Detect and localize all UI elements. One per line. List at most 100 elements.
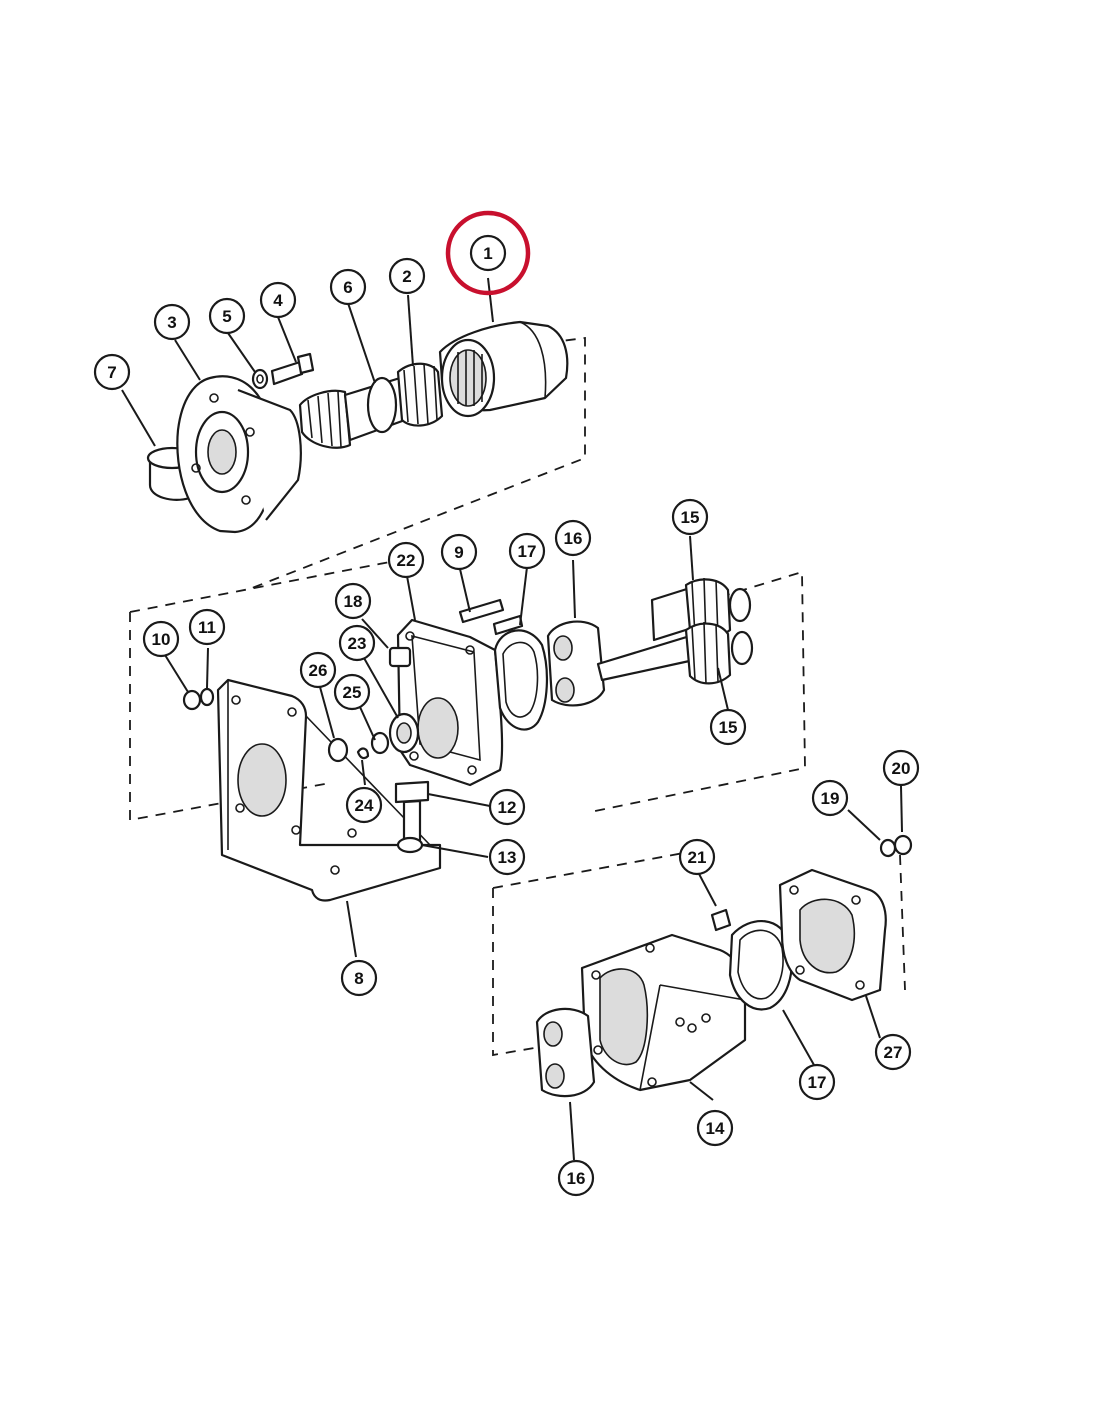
group-outline-rear-body bbox=[492, 849, 906, 1057]
drive-assembly bbox=[146, 320, 569, 534]
callout-bubble bbox=[188, 608, 226, 646]
needle-bearing bbox=[438, 320, 569, 418]
callout-number: 15 bbox=[719, 718, 738, 737]
callout-number: 12 bbox=[498, 798, 517, 817]
callout-bubble bbox=[678, 838, 716, 876]
callout-number: 1 bbox=[483, 244, 492, 263]
callout-bubble bbox=[93, 353, 131, 391]
leader-lines bbox=[121, 277, 903, 1161]
front-cover bbox=[388, 618, 504, 787]
rear-o-ring bbox=[728, 920, 793, 1011]
callout-c4: 4 bbox=[259, 281, 297, 319]
callout-number: 17 bbox=[518, 542, 537, 561]
middle-assembly bbox=[182, 577, 754, 902]
pump-body bbox=[580, 933, 747, 1092]
callout-bubble bbox=[259, 281, 297, 319]
callout-c5: 5 bbox=[208, 297, 246, 335]
callout-number: 15 bbox=[681, 508, 700, 527]
callout-number: 17 bbox=[808, 1073, 827, 1092]
callout-bubble bbox=[798, 1063, 836, 1101]
callout-c15b: 15 bbox=[709, 708, 747, 746]
callout-number: 10 bbox=[152, 630, 171, 649]
callout-bubble bbox=[387, 541, 425, 579]
drive-shaft bbox=[298, 362, 444, 449]
callout-bubble bbox=[440, 533, 478, 571]
callout-number: 8 bbox=[354, 969, 363, 988]
callout-bubble bbox=[488, 838, 526, 876]
callout-number: 23 bbox=[348, 634, 367, 653]
cover-screws bbox=[458, 598, 524, 636]
callout-bubble bbox=[333, 673, 371, 711]
callout-bubble bbox=[709, 708, 747, 746]
callout-c16b: 16 bbox=[557, 1159, 595, 1197]
mounting-flange bbox=[176, 375, 302, 534]
callout-c22: 22 bbox=[387, 541, 425, 579]
callout-number: 25 bbox=[343, 683, 362, 702]
callout-c7: 7 bbox=[93, 353, 131, 391]
front-bushing-block bbox=[546, 620, 606, 707]
callout-number: 7 bbox=[107, 363, 116, 382]
callout-number: 16 bbox=[567, 1169, 586, 1188]
callout-number: 2 bbox=[402, 267, 411, 286]
callout-number: 3 bbox=[167, 313, 176, 332]
front-o-ring bbox=[493, 629, 549, 731]
callout-bubble bbox=[208, 297, 246, 335]
callout-bubble bbox=[153, 303, 191, 341]
callout-c2: 2 bbox=[388, 257, 426, 295]
callout-number: 11 bbox=[198, 618, 216, 637]
dowel-pin bbox=[710, 908, 732, 932]
rear-bushing-block bbox=[535, 1007, 596, 1098]
callout-number: 14 bbox=[706, 1119, 725, 1138]
callout-bubble bbox=[142, 620, 180, 658]
callout-c20: 20 bbox=[882, 749, 920, 787]
bracket-bolt bbox=[394, 780, 430, 854]
callout-number: 9 bbox=[454, 543, 463, 562]
callout-number: 21 bbox=[688, 848, 707, 867]
callout-c21: 21 bbox=[678, 838, 716, 876]
callout-c19: 19 bbox=[811, 779, 849, 817]
callout-c26: 26 bbox=[299, 651, 337, 689]
pump-gears bbox=[596, 577, 754, 685]
callout-bubble bbox=[671, 498, 709, 536]
callout-number: 26 bbox=[309, 661, 328, 680]
callout-c8: 8 bbox=[340, 959, 378, 997]
callout-c24: 24 bbox=[345, 786, 383, 824]
callout-number: 4 bbox=[273, 291, 283, 310]
rear-nut-washer bbox=[879, 834, 913, 858]
callout-c13: 13 bbox=[488, 838, 526, 876]
callout-number: 22 bbox=[397, 551, 416, 570]
flange-washer-bolt bbox=[251, 352, 315, 390]
callout-bubble bbox=[340, 959, 378, 997]
callout-bubble bbox=[882, 749, 920, 787]
callout-c17a: 17 bbox=[508, 532, 546, 570]
callout-c17b: 17 bbox=[798, 1063, 836, 1101]
callout-c15a: 15 bbox=[671, 498, 709, 536]
callout-bubble bbox=[334, 582, 372, 620]
callout-c14: 14 bbox=[696, 1109, 734, 1147]
callout-bubble bbox=[329, 268, 367, 306]
callout-number: 27 bbox=[884, 1043, 903, 1062]
callout-number: 24 bbox=[355, 796, 374, 815]
callout-c23: 23 bbox=[338, 624, 376, 662]
highlight-ring bbox=[445, 210, 531, 296]
callout-bubble bbox=[508, 532, 546, 570]
callout-bubble bbox=[696, 1109, 734, 1147]
bracket-nut-washer bbox=[182, 687, 215, 711]
callout-bubble bbox=[338, 624, 376, 662]
rear-cover bbox=[778, 868, 887, 1002]
callout-bubble bbox=[299, 651, 337, 689]
callout-number: 6 bbox=[343, 278, 352, 297]
callout-c16a: 16 bbox=[554, 519, 592, 557]
callout-number: 19 bbox=[821, 789, 840, 808]
callout-c3: 3 bbox=[153, 303, 191, 341]
callout-number: 16 bbox=[564, 529, 583, 548]
callout-bubble bbox=[469, 234, 507, 272]
callout-c6: 6 bbox=[329, 268, 367, 306]
callout-c18: 18 bbox=[334, 582, 372, 620]
callout-bubble bbox=[488, 788, 526, 826]
callout-c27: 27 bbox=[874, 1033, 912, 1071]
callout-layer: 1234567891011121314151516161717181920212… bbox=[93, 234, 920, 1197]
callout-c12: 12 bbox=[488, 788, 526, 826]
callout-c11: 11 bbox=[188, 608, 226, 646]
